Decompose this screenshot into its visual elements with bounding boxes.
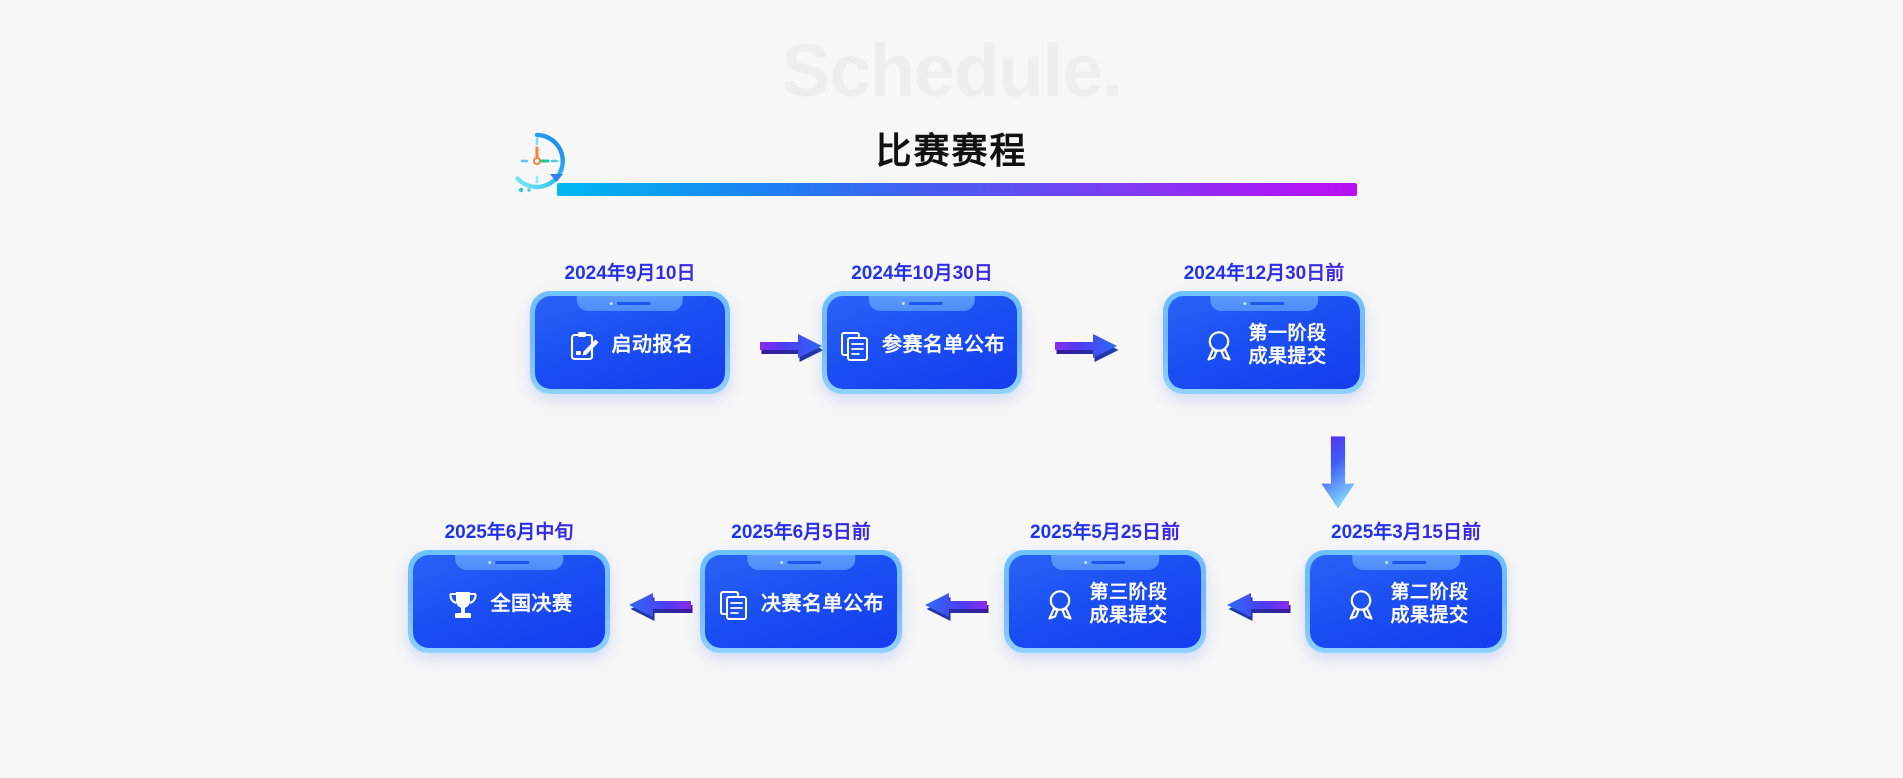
node-card[interactable]: 启动报名: [530, 291, 730, 394]
arrow-right-2: [1055, 334, 1119, 362]
award-medal-icon: [1349, 589, 1374, 620]
notch-bar: [616, 302, 651, 305]
node-card[interactable]: 第二阶段 成果提交: [1305, 550, 1507, 653]
notch-dot: [609, 302, 613, 305]
card-notch: [1051, 555, 1159, 570]
node-date: 2025年6月5日前: [700, 517, 902, 544]
node-date: 2025年3月15日前: [1305, 517, 1507, 544]
node-date: 2025年6月中旬: [408, 517, 610, 544]
node-date: 2024年10月30日: [822, 258, 1022, 285]
clock-trail-dots: [518, 187, 531, 193]
arrow-down-connector: [1321, 436, 1355, 509]
notch-bar: [1091, 561, 1126, 564]
notch-dot: [1084, 561, 1088, 564]
node-label: 第一阶段 成果提交: [1248, 323, 1327, 367]
node-card[interactable]: 第三阶段 成果提交: [1004, 550, 1206, 653]
node-card[interactable]: 全国决赛: [408, 550, 610, 653]
trophy-icon: [448, 591, 477, 618]
notch-dot: [901, 302, 905, 305]
node-label: 第三阶段 成果提交: [1089, 582, 1168, 626]
arrow-left-2: [925, 593, 989, 621]
watermark-text: Schedule.: [781, 29, 1123, 112]
card-notch: [868, 296, 976, 311]
notch-dot: [488, 561, 492, 564]
clock-icon: [515, 132, 565, 190]
notch-bar: [1250, 302, 1285, 305]
notch-bar: [787, 561, 822, 564]
notch-bar: [1392, 561, 1427, 564]
node-label: 全国决赛: [490, 592, 573, 615]
card-notch: [747, 555, 855, 570]
award-medal-icon: [1048, 589, 1073, 620]
documents-icon: [841, 331, 868, 361]
notch-bar: [908, 302, 943, 305]
node-label: 参赛名单公布: [882, 333, 1005, 356]
node-date: 2024年9月10日: [530, 258, 730, 285]
documents-icon: [720, 590, 747, 620]
node-label: 第二阶段 成果提交: [1390, 582, 1469, 626]
page-title: 比赛赛程: [875, 130, 1028, 171]
card-notch: [1210, 296, 1318, 311]
node-label: 决赛名单公布: [761, 592, 884, 615]
card-notch: [576, 296, 684, 311]
node-card[interactable]: 第一阶段 成果提交: [1163, 291, 1365, 394]
node-card[interactable]: 参赛名单公布: [822, 291, 1022, 394]
node-date: 2024年12月30日前: [1163, 258, 1365, 285]
arrow-right-1: [760, 334, 824, 362]
arrow-left-3: [1227, 593, 1291, 621]
clipboard-pencil-icon: [570, 331, 598, 360]
card-notch: [455, 555, 563, 570]
notch-bar: [495, 561, 530, 564]
notch-dot: [1243, 302, 1247, 305]
award-medal-icon: [1207, 330, 1232, 361]
node-date: 2025年5月25日前: [1004, 517, 1206, 544]
node-label: 启动报名: [611, 333, 694, 356]
arrow-left-1: [629, 593, 693, 621]
notch-dot: [780, 561, 784, 564]
node-card[interactable]: 决赛名单公布: [700, 550, 902, 653]
notch-dot: [1385, 561, 1389, 564]
card-notch: [1352, 555, 1460, 570]
title-underline-bar: [557, 183, 1357, 196]
